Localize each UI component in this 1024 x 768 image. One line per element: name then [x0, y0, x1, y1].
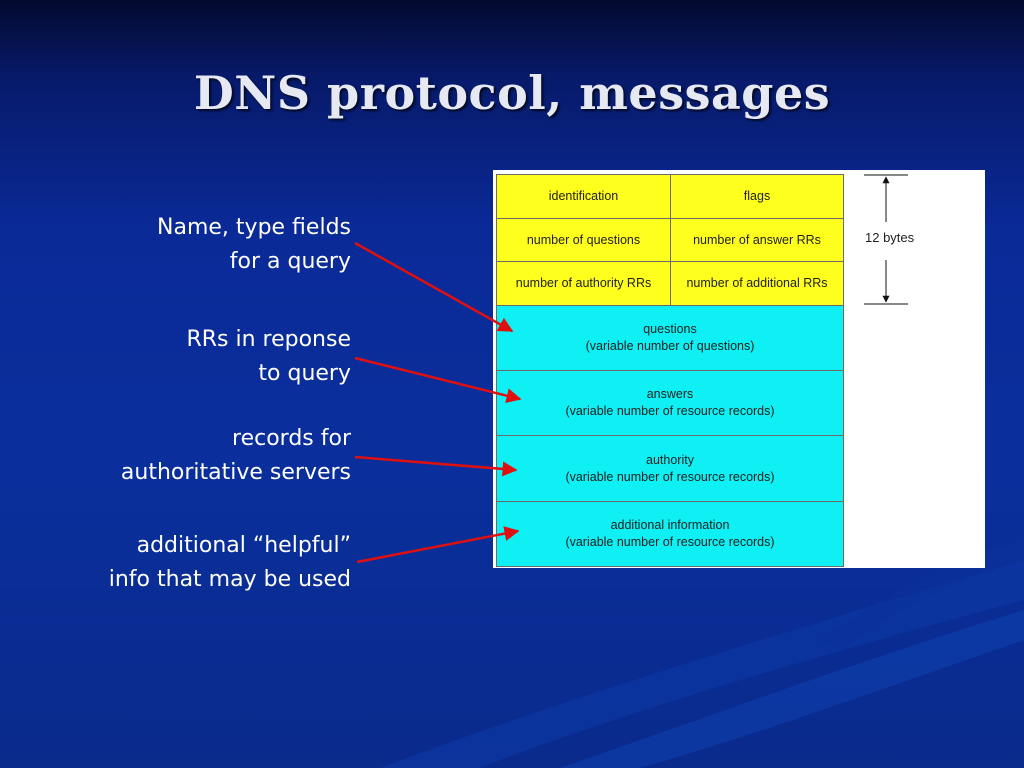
section-detail: (variable number of resource records)	[565, 404, 775, 418]
header-size-label: 12 bytes	[865, 230, 915, 245]
field-number-of-answer-rrs: number of answer RRs	[670, 218, 844, 262]
section-name: questions	[643, 322, 697, 336]
label-line: RRs in reponse	[186, 327, 351, 352]
field-identification: identification	[496, 174, 671, 219]
label-line: to query	[258, 361, 351, 386]
label-answer-rrs: RRs in reponse to query	[0, 323, 351, 391]
label-query-fields: Name, type fields for a query	[0, 211, 351, 279]
section-answers: answers (variable number of resource rec…	[496, 370, 844, 436]
label-line: for a query	[229, 249, 351, 274]
arrow-query-to-questions	[354, 241, 514, 333]
arrow-records-to-authority	[354, 455, 518, 477]
section-detail: (variable number of resource records)	[565, 535, 775, 549]
field-number-of-authority-rrs: number of authority RRs	[496, 261, 671, 306]
section-name: authority	[646, 452, 694, 467]
field-flags: flags	[670, 174, 844, 219]
label-line: additional “helpful”	[136, 533, 351, 558]
field-number-of-additional-rrs: number of additional RRs	[670, 261, 844, 306]
field-number-of-questions: number of questions	[496, 218, 671, 262]
section-detail: (variable number of resource records)	[565, 469, 775, 484]
label-line: authoritative servers	[120, 460, 351, 485]
label-line: info that may be used	[108, 567, 351, 592]
section-additional-information: additional information (variable number …	[496, 501, 844, 567]
section-name: answers	[646, 387, 694, 401]
label-authority-records: records for authoritative servers	[0, 422, 351, 490]
section-detail: (variable number of questions)	[585, 339, 755, 353]
label-line: Name, type fields	[157, 215, 351, 240]
label-additional-info: additional “helpful” info that may be us…	[0, 529, 351, 597]
section-questions: questions (variable number of questions)	[496, 305, 844, 371]
slide-title: DNS protocol, messages	[193, 66, 831, 120]
section-authority: authority (variable number of resource r…	[496, 435, 844, 502]
label-line: records for	[232, 426, 351, 451]
section-name: additional information	[610, 518, 730, 532]
